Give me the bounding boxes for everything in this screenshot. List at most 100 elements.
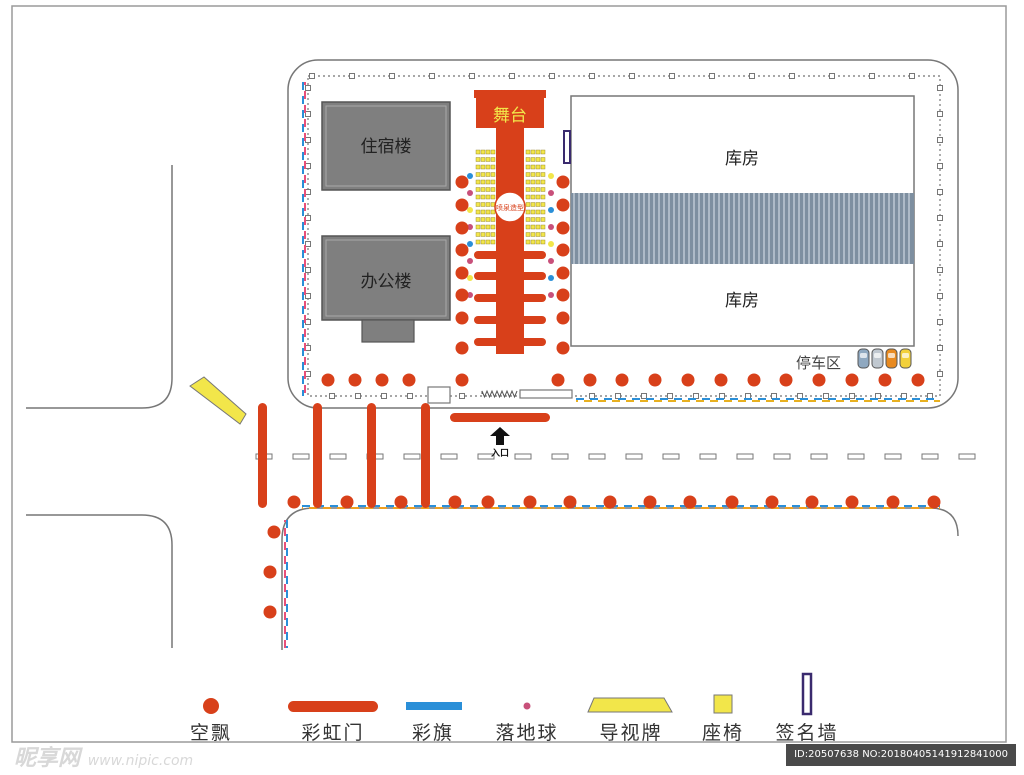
fence-post — [305, 345, 311, 351]
seat — [540, 217, 546, 222]
fence-post — [469, 73, 475, 79]
seat — [530, 202, 536, 207]
fence-post — [719, 393, 725, 399]
seat — [485, 239, 491, 245]
fence-post — [641, 393, 647, 399]
seat — [485, 149, 491, 155]
seat — [480, 209, 486, 215]
seat — [525, 194, 531, 200]
image-id-bar: ID:20507638 NO:20180405141912841000 — [786, 744, 1016, 766]
fence-post — [305, 371, 311, 377]
seat — [490, 179, 496, 185]
seat — [480, 202, 486, 207]
seat — [540, 239, 546, 245]
seat — [475, 187, 481, 192]
entrance-arrow-icon — [490, 427, 510, 445]
seat — [535, 232, 541, 237]
balloon-icon — [203, 698, 219, 714]
seating-grid — [475, 149, 546, 245]
ground-ball — [548, 224, 554, 230]
rainbow-arches — [258, 403, 430, 508]
legend-seat-label: 座椅 — [701, 722, 744, 744]
road-dash — [329, 453, 347, 460]
fence-post — [305, 137, 311, 143]
seat — [540, 164, 546, 170]
entrance-label: 入口 — [490, 448, 509, 459]
balloon — [556, 288, 570, 302]
legend-balloon: 空飘 — [156, 692, 266, 752]
seat — [535, 217, 541, 222]
road-dash — [551, 453, 569, 460]
seat — [480, 187, 486, 192]
seat — [530, 149, 536, 155]
seat — [490, 232, 496, 237]
signature-wall — [563, 130, 571, 164]
seat — [475, 194, 481, 200]
fence-post — [349, 73, 355, 79]
balloon — [556, 198, 570, 212]
ground-ball — [467, 173, 473, 179]
seat — [475, 202, 481, 207]
fence-post — [549, 73, 555, 79]
curb-top-left — [26, 165, 173, 409]
balloon — [556, 266, 570, 280]
ground-ball — [467, 190, 473, 196]
balloon — [812, 373, 826, 387]
seat — [480, 164, 486, 170]
balloon — [263, 565, 277, 579]
balloon — [455, 198, 469, 212]
seat — [490, 157, 496, 162]
flag-lines — [284, 82, 940, 648]
sliding-gate — [481, 389, 518, 399]
seat — [535, 187, 541, 192]
seat — [525, 232, 531, 237]
seat — [485, 164, 491, 170]
seat — [525, 172, 531, 177]
balloon — [556, 243, 570, 257]
seat — [475, 232, 481, 237]
gate-barrier — [519, 389, 573, 399]
balloon — [481, 495, 495, 509]
seat — [490, 164, 496, 170]
seat — [525, 187, 531, 192]
legend-flag-label: 彩旗 — [411, 722, 454, 744]
balloon — [845, 373, 859, 387]
seat — [475, 239, 481, 245]
fence-post — [709, 73, 715, 79]
seat — [485, 232, 491, 237]
balloon — [455, 175, 469, 189]
ground-balls — [467, 173, 554, 298]
car-window — [888, 353, 895, 358]
fence-post — [589, 393, 595, 399]
ground-ball — [467, 258, 473, 264]
fence-post — [937, 241, 943, 247]
ground-ball-icon — [523, 702, 531, 710]
seat — [540, 172, 546, 177]
seat — [530, 209, 536, 215]
seat — [540, 209, 546, 215]
seat — [530, 164, 536, 170]
stage — [476, 98, 544, 128]
balloon — [845, 495, 859, 509]
legend-ground-ball-label: 落地球 — [495, 722, 559, 744]
balloon — [287, 495, 301, 509]
balloon — [321, 373, 335, 387]
balloon — [725, 495, 739, 509]
rainbow-arch — [421, 403, 430, 508]
balloon — [267, 525, 281, 539]
warehouse-top-label: 库房 — [725, 149, 759, 169]
road-dash — [477, 453, 495, 460]
seat — [485, 172, 491, 177]
warehouse-corridor — [571, 193, 914, 264]
fence-dotted — [307, 75, 941, 397]
seat — [490, 187, 496, 192]
legend-flag: 彩旗 — [378, 692, 488, 752]
seat — [540, 232, 546, 237]
seat — [485, 179, 491, 185]
fence-post — [429, 73, 435, 79]
watermark-url: www.nipic.com — [87, 753, 194, 769]
car-window — [902, 353, 909, 358]
fountain-label: 喷泉造型 — [496, 203, 524, 212]
seat — [540, 202, 546, 207]
